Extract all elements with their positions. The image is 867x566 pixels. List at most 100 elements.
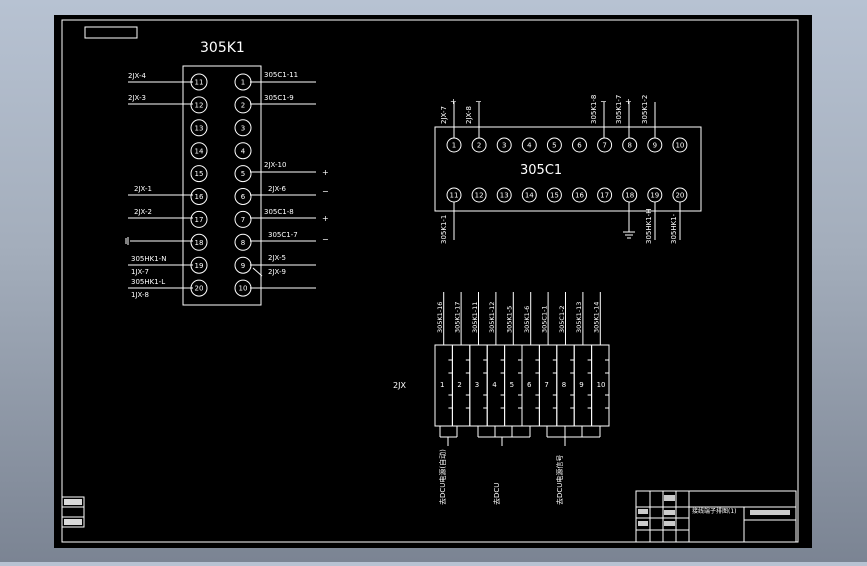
terminal-number: 2 bbox=[477, 142, 481, 150]
terminal-number: 8 bbox=[627, 142, 631, 150]
c1-terminal: 8 bbox=[622, 137, 638, 153]
terminal-circle bbox=[190, 142, 208, 160]
terminal-circle bbox=[234, 142, 252, 160]
terminal-number: 12 bbox=[475, 192, 484, 200]
k1-wires bbox=[125, 81, 316, 289]
c1-bottom-label: 305HK1-H bbox=[645, 209, 653, 244]
terminal-number: 7 bbox=[241, 216, 245, 224]
jx-top-label: 305K1-12 bbox=[488, 302, 496, 333]
k1-terminal: 12 bbox=[190, 96, 208, 114]
drawing-frame bbox=[61, 19, 799, 543]
k1-left-label: 305HK1-N bbox=[131, 255, 166, 263]
jx-top-label: 305K1-16 bbox=[436, 302, 444, 333]
c1-bottom-label: 305HK1- bbox=[670, 213, 678, 244]
c1-terminal: 16 bbox=[572, 187, 587, 203]
terminal-circle bbox=[672, 137, 688, 153]
jx-number: 1 bbox=[440, 381, 444, 389]
terminal-circle bbox=[234, 119, 252, 137]
k1-terminal: 7 bbox=[234, 210, 252, 228]
c1-terminal: 17 bbox=[597, 187, 613, 203]
terminal-number: 20 bbox=[195, 285, 204, 293]
jx-number: 7 bbox=[544, 381, 548, 389]
jx-number: 6 bbox=[527, 381, 532, 389]
terminal-number: 6 bbox=[241, 193, 246, 201]
title-tag-box bbox=[84, 26, 138, 39]
terminal-circle bbox=[234, 233, 252, 251]
terminal-circle bbox=[496, 137, 512, 153]
terminal-circle bbox=[190, 188, 208, 205]
k1-left-label: 2JX-4 bbox=[128, 72, 146, 80]
k1-left-label: 2JX-1 bbox=[134, 185, 152, 193]
c1-terminal: 5 bbox=[546, 137, 562, 153]
jx-cells: 1305K1-162305K1-173305K1-114305K1-125305… bbox=[434, 292, 610, 427]
k1-right-label: 305C1-7 bbox=[268, 231, 298, 239]
terminal-number: 11 bbox=[195, 79, 204, 87]
terminal-circle bbox=[521, 137, 537, 153]
c1-bottom-label: 305K1-1 bbox=[440, 215, 448, 244]
terminal-number: 18 bbox=[195, 239, 204, 247]
terminal-circle bbox=[190, 119, 208, 137]
terminal-circle bbox=[622, 137, 638, 153]
terminal-number: 19 bbox=[650, 192, 659, 200]
k1-terminal: 5 bbox=[234, 165, 252, 183]
c1-bottom-terminals: 11 12 13 14 15 16 17 18 19 20 bbox=[446, 187, 688, 203]
terminal-number: 13 bbox=[500, 192, 509, 200]
k1-terminal: 18 bbox=[190, 233, 208, 251]
terminal-number: 1 bbox=[241, 79, 245, 87]
title-block-main: 接线端子排图(1) bbox=[692, 507, 737, 515]
c1-terminal: 15 bbox=[546, 187, 562, 203]
k1-terminal: 4 bbox=[234, 142, 252, 160]
terminal-circle bbox=[234, 210, 252, 228]
jx-bottom-label: 去DCU电源信号 bbox=[555, 455, 564, 505]
jx-number: 4 bbox=[492, 381, 497, 389]
k1-polarity: + bbox=[322, 168, 329, 177]
c1-terminal: 14 bbox=[521, 187, 537, 203]
k1-terminal: 8 bbox=[234, 233, 252, 251]
terminal-number: 17 bbox=[600, 192, 609, 200]
terminal-number: 2 bbox=[241, 102, 245, 110]
c1-terminal: 3 bbox=[496, 137, 512, 153]
terminal-circle bbox=[234, 165, 252, 183]
terminal-number: 20 bbox=[675, 192, 684, 200]
terminal-number: 9 bbox=[653, 142, 657, 150]
terminal-number: 3 bbox=[502, 142, 506, 150]
c1-terminal: 10 bbox=[672, 137, 688, 153]
k1-terminal: 17 bbox=[190, 210, 208, 228]
jx-top-label: 305C1-1 bbox=[540, 305, 548, 333]
terminal-number: 6 bbox=[577, 142, 582, 150]
terminal-number: 1 bbox=[452, 142, 456, 150]
jx-bottom-label: 去DCU电源(自动) bbox=[438, 449, 447, 505]
jx-number: 10 bbox=[597, 381, 606, 389]
c1-terminal: 6 bbox=[572, 137, 587, 153]
c1-top-label: 2JX-7 bbox=[440, 106, 448, 124]
terminal-strip-2jx: 2JX 1305K1-162305K1-173305K1-114305K1-12… bbox=[393, 292, 610, 505]
terminal-number: 5 bbox=[241, 170, 245, 178]
terminal-number: 12 bbox=[195, 102, 204, 110]
terminal-number: 16 bbox=[575, 192, 584, 200]
jx-top-label: 305K1-5 bbox=[506, 306, 514, 333]
terminal-circle bbox=[190, 165, 208, 183]
terminal-number: 11 bbox=[450, 192, 459, 200]
terminal-circle bbox=[546, 137, 562, 153]
terminal-circle bbox=[597, 137, 613, 153]
drawing-sheet bbox=[54, 15, 812, 548]
c1-terminal: 18 bbox=[622, 187, 638, 203]
k1-polarity: − bbox=[322, 187, 329, 196]
terminal-number: 15 bbox=[550, 192, 559, 200]
c1-top-label: 305K1-2 bbox=[641, 95, 649, 124]
terminal-number: 5 bbox=[552, 142, 556, 150]
jx-bus bbox=[439, 425, 601, 446]
jx-number: 3 bbox=[475, 381, 479, 389]
margin-stamp bbox=[61, 496, 85, 528]
jx-bottom-label: 去DCU bbox=[492, 483, 501, 505]
jx-number: 8 bbox=[562, 381, 566, 389]
title-block: 接线端子排图(1) bbox=[635, 490, 797, 543]
jx-label: 2JX bbox=[393, 381, 406, 390]
terminal-circle bbox=[496, 187, 512, 203]
k1-title: 305K1 bbox=[200, 40, 245, 56]
terminal-circle bbox=[190, 210, 208, 228]
